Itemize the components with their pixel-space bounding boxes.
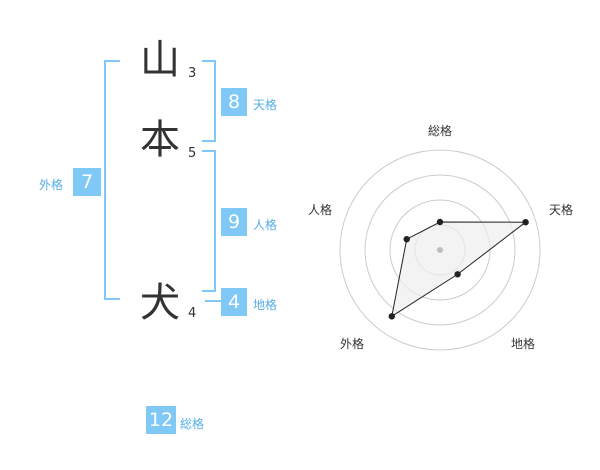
radar-axis-label: 人格 [308, 203, 333, 217]
name-char-1: 山 [140, 37, 180, 83]
gaikaku-value: 7 [73, 168, 101, 196]
radar-axis-label: 総格 [428, 124, 453, 138]
radar-point [403, 235, 410, 243]
tenkaku-label: 天格 [253, 98, 278, 112]
soukaku-value: 12 [146, 406, 176, 434]
gaikaku-bracket [104, 60, 120, 300]
tenkaku-bracket [202, 60, 216, 142]
chikaku-value: 4 [221, 288, 247, 316]
name-char-3-strokes: 4 [188, 306, 197, 321]
chikaku-label: 地格 [253, 298, 278, 312]
radar-polygon [391, 221, 528, 318]
name-char-1-strokes: 3 [188, 66, 197, 81]
radar-ring [339, 149, 541, 351]
tenkaku-value: 8 [221, 88, 247, 116]
radar-point [522, 218, 529, 226]
soukaku-label: 総格 [180, 417, 205, 431]
name-char-2: 本 [140, 117, 180, 163]
jinkaku-label: 人格 [253, 218, 278, 232]
radar-axis-label: 天格 [549, 203, 574, 217]
name-char-2-strokes: 5 [188, 146, 197, 161]
gaikaku-label: 外格 [39, 178, 64, 192]
jinkaku-value: 9 [221, 208, 247, 236]
chikaku-connector [205, 300, 221, 302]
jinkaku-bracket [202, 150, 216, 292]
radar-point [388, 313, 396, 320]
radar-axis-label: 地格 [511, 337, 536, 351]
radar-axis-label: 外格 [340, 337, 365, 351]
radar-point [454, 271, 461, 278]
radar-ring [364, 174, 516, 326]
name-char-3: 犬 [140, 280, 180, 326]
radar-point [436, 218, 444, 226]
radar-center-dot [437, 247, 443, 253]
